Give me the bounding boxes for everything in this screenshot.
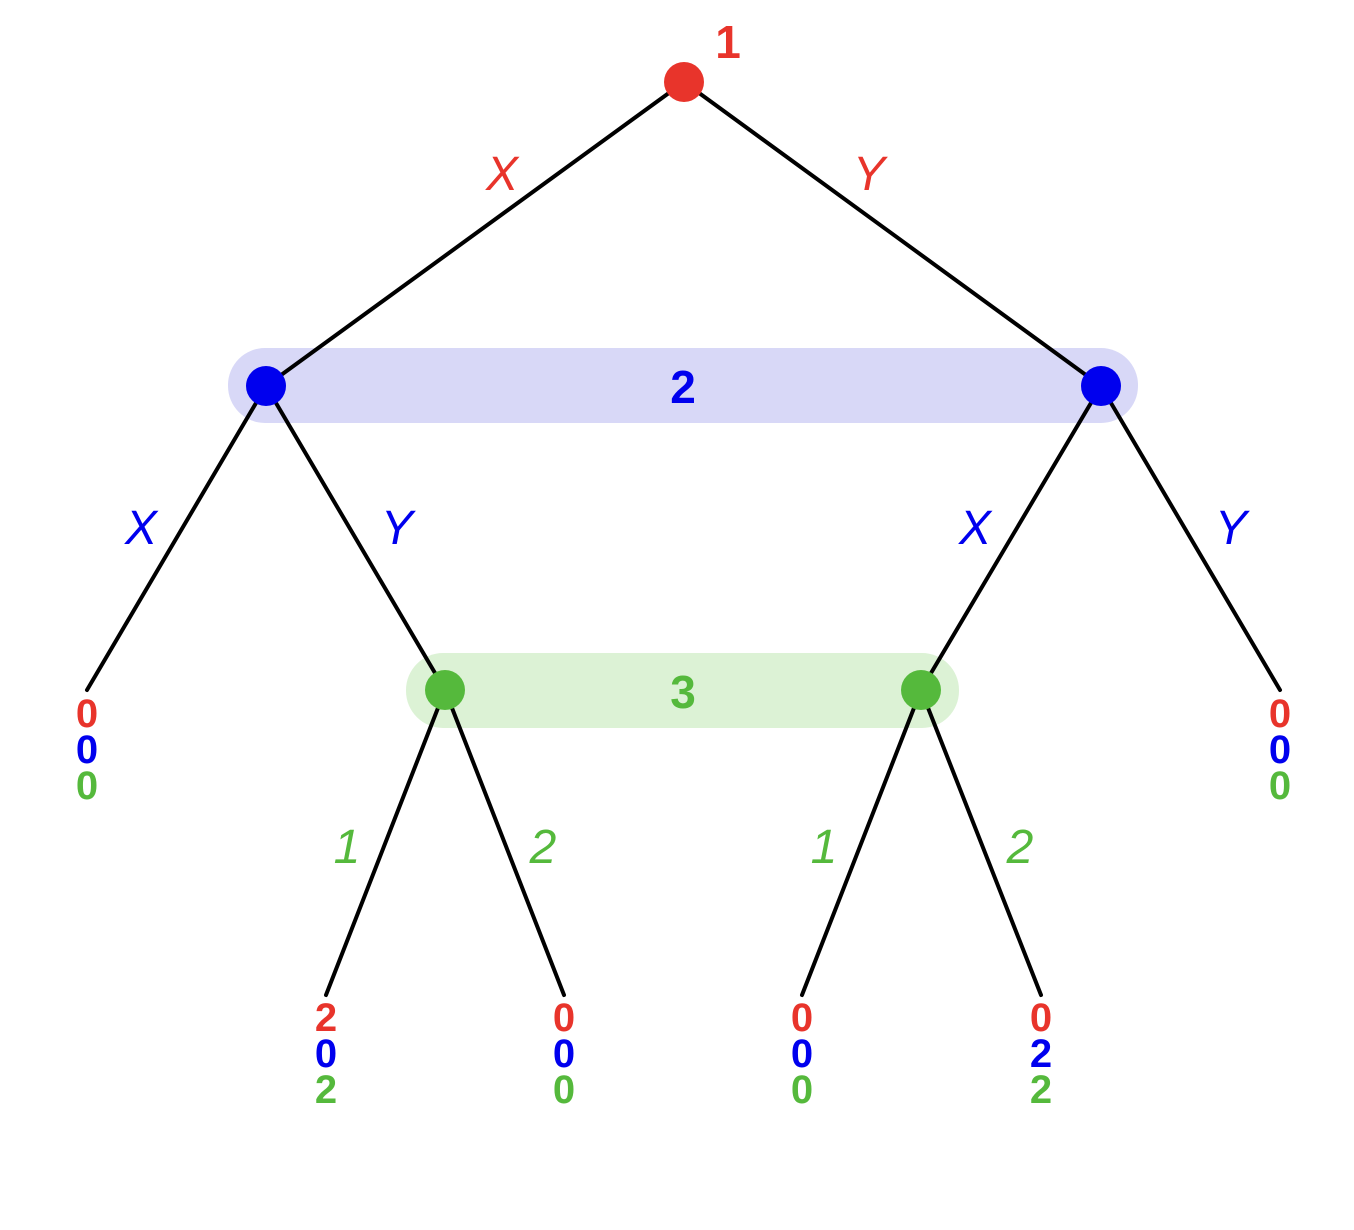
move-label-root-x: X [485,148,520,201]
payoff-xy1-player-2: 0 [315,1032,337,1076]
player-3-node-left [425,670,465,710]
move-label-p3-left-1: 1 [334,821,361,874]
move-label-p3-left-2: 2 [529,821,557,874]
edge-p2-left-y [264,384,447,692]
payoff-xy2: 0 0 0 [553,996,575,1112]
edge-p2-right-x [919,384,1103,692]
edge-p3-right-2 [919,688,1043,997]
payoff-xy2-player-3: 0 [553,1068,575,1112]
move-label-p2-right-y: Y [1215,502,1250,555]
payoff-yx1: 0 0 0 [791,996,813,1112]
info-set-player-2 [228,348,1138,423]
payoff-yx1-player-3: 0 [791,1068,813,1112]
payoff-xy1-player-1: 2 [315,996,337,1040]
move-label-p2-left-x: X [124,502,159,555]
payoff-xy2-player-1: 0 [553,996,575,1040]
payoff-xx-player-2: 0 [76,728,98,772]
move-label-p3-right-2: 2 [1006,821,1034,874]
payoff-xx-player-3: 0 [76,764,98,808]
payoff-xx: 0 0 0 [76,692,98,808]
move-label-root-y: Y [853,148,888,201]
move-label-p2-left-y: Y [381,502,416,555]
edge-p3-left-1 [324,688,447,997]
edge-p2-right-y [1099,384,1282,692]
player-2-node-left [246,366,286,406]
edge-root-y [682,80,1103,388]
payoff-xy2-player-2: 0 [553,1032,575,1076]
edge-root-x [264,80,686,388]
move-label-p2-right-x: X [958,502,993,555]
payoff-yy: 0 0 0 [1269,692,1291,808]
player-3-label: 3 [670,666,696,718]
player-2-label: 2 [670,361,696,413]
edge-p2-left-x [85,384,268,692]
edge-p3-left-2 [443,688,566,997]
player-2-node-right [1081,366,1121,406]
payoff-xy1-player-3: 2 [315,1068,337,1112]
payoff-yy-player-3: 0 [1269,764,1291,808]
payoff-xy1: 2 0 2 [315,996,337,1112]
payoff-yy-player-1: 0 [1269,692,1291,736]
root-node [664,62,704,102]
payoff-yx2-player-2: 2 [1030,1032,1052,1076]
payoff-yx2-player-1: 0 [1030,996,1052,1040]
edge-p3-right-1 [800,688,923,997]
player-1-label: 1 [715,16,741,68]
payoff-yx1-player-1: 0 [791,996,813,1040]
move-label-p3-right-1: 1 [811,821,838,874]
player-3-node-right [901,670,941,710]
payoff-yy-player-2: 0 [1269,728,1291,772]
info-set-player-3 [406,653,959,728]
payoff-yx2-player-3: 2 [1030,1068,1052,1112]
payoff-yx2: 0 2 2 [1030,996,1052,1112]
payoff-yx1-player-2: 0 [791,1032,813,1076]
payoff-xx-player-1: 0 [76,692,98,736]
